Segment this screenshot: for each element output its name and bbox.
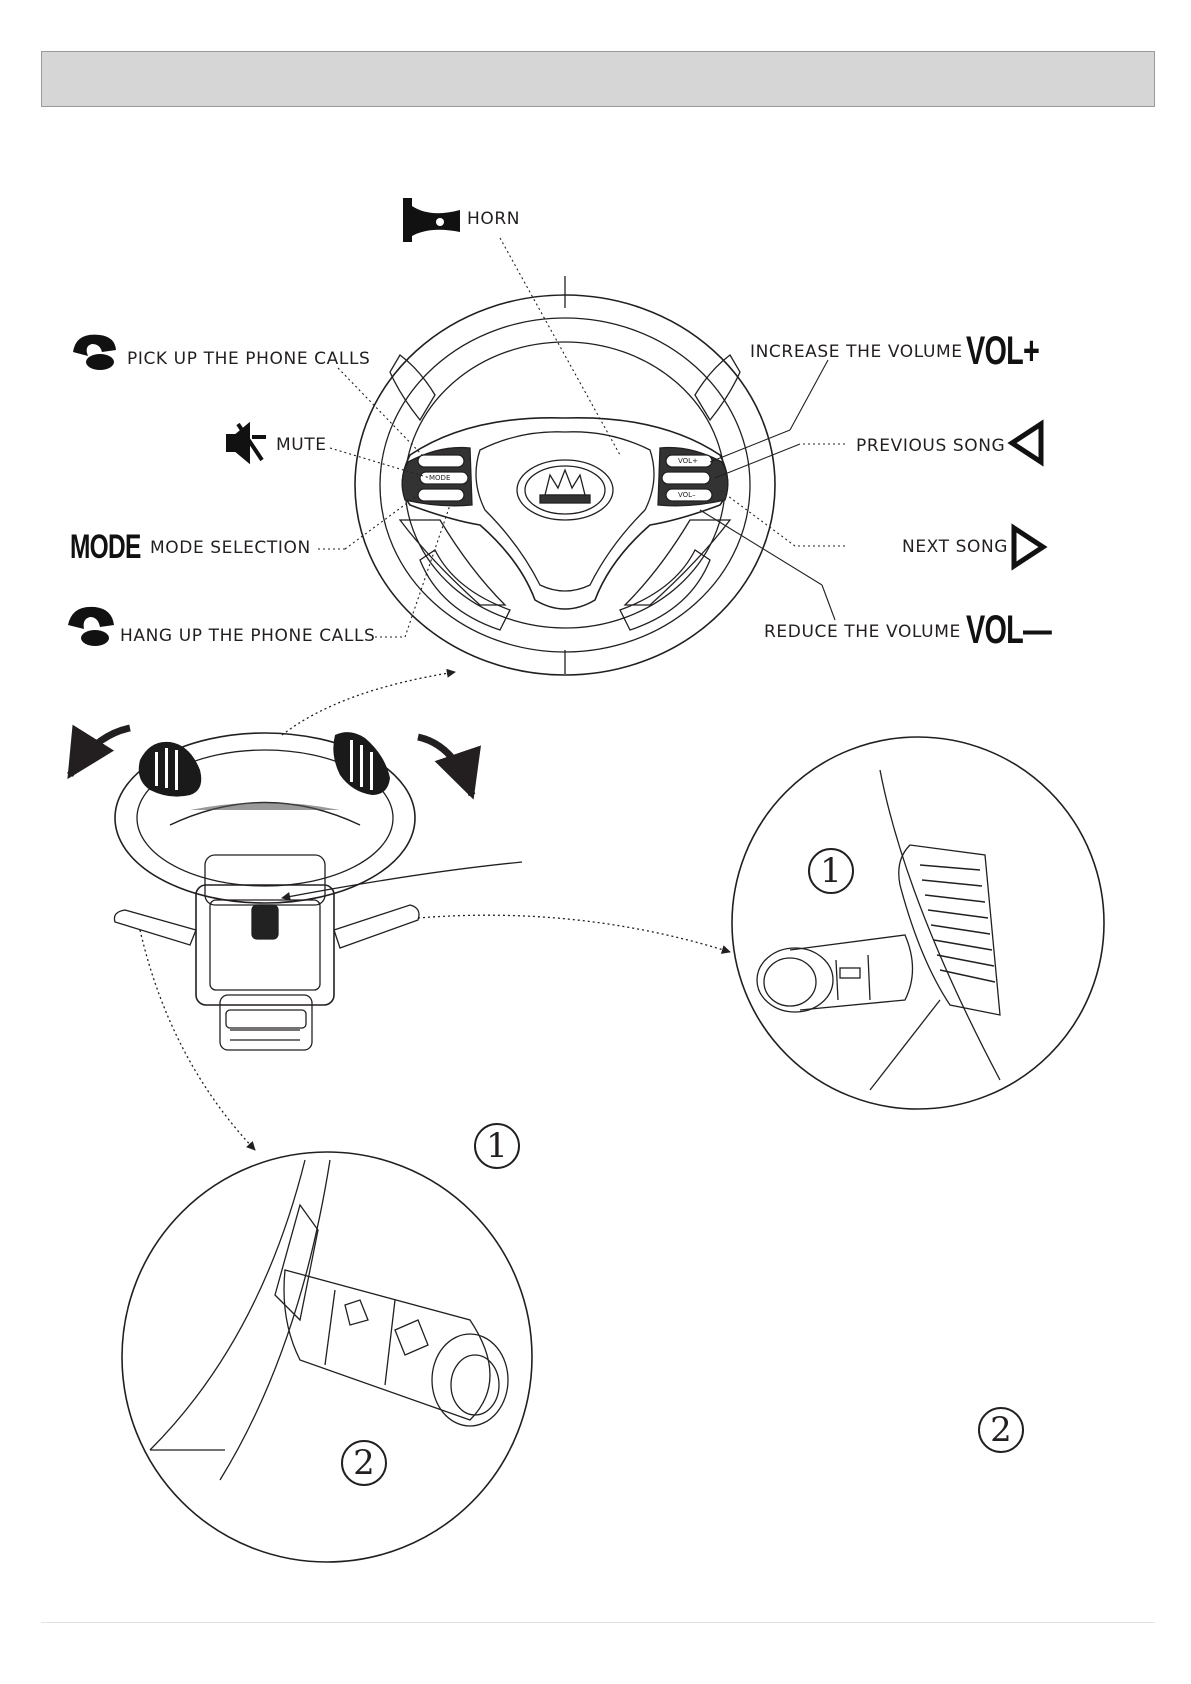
wheel-mode-button: MODE bbox=[429, 474, 450, 482]
horn-label: HORN bbox=[467, 209, 520, 229]
previous-triangle-icon bbox=[1012, 424, 1041, 462]
pick-up-label: PICK UP THE PHONE CALLS bbox=[127, 349, 370, 369]
vol-plus-icon-text: VOL+ bbox=[966, 329, 1039, 374]
phone-pickup-icon bbox=[73, 335, 116, 370]
increase-volume-label: INCREASE THE VOLUME bbox=[750, 342, 963, 362]
mode-selection-label: MODE SELECTION bbox=[150, 538, 311, 558]
rotate-right-arrow-icon bbox=[418, 737, 472, 795]
detail-circle-1 bbox=[732, 737, 1104, 1109]
leader-lines bbox=[318, 238, 845, 637]
wheel-vol-plus-button: VOL+ bbox=[678, 457, 698, 465]
next-song-label: NEXT SONG bbox=[902, 537, 1008, 557]
phone-hangup-icon bbox=[68, 607, 114, 646]
step-marker-1: 1 bbox=[474, 1123, 520, 1169]
horn-icon bbox=[403, 198, 460, 242]
step-marker-2-detail: 2 bbox=[341, 1440, 387, 1486]
step-marker-1-detail: 1 bbox=[808, 848, 854, 894]
detail-circle-2 bbox=[122, 1152, 532, 1562]
steering-wheel bbox=[355, 276, 775, 675]
wheel-assembly bbox=[114, 732, 419, 1050]
mute-label: MUTE bbox=[276, 435, 327, 455]
vol-minus-icon-text: VOL— bbox=[966, 608, 1051, 653]
wheel-vol-minus-button: VOL– bbox=[678, 491, 696, 499]
reduce-volume-label: REDUCE THE VOLUME bbox=[764, 622, 961, 642]
step-marker-2: 2 bbox=[978, 1407, 1024, 1453]
next-triangle-icon bbox=[1014, 528, 1043, 566]
rotate-left-arrow-icon bbox=[70, 728, 130, 775]
previous-song-label: PREVIOUS SONG bbox=[856, 436, 1005, 456]
mute-icon bbox=[228, 424, 266, 460]
hang-up-label: HANG UP THE PHONE CALLS bbox=[120, 626, 375, 646]
mode-icon-text: MODE bbox=[70, 528, 141, 567]
